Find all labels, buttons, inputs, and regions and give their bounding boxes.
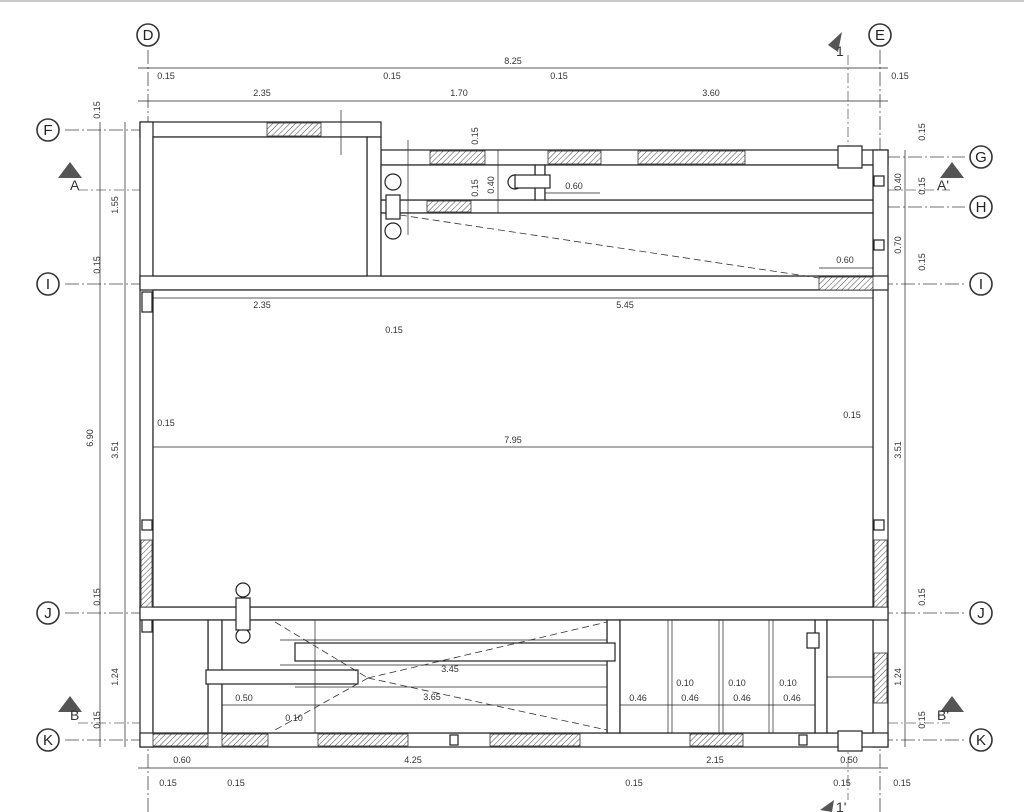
svg-text:I: I: [46, 276, 50, 293]
svg-text:0.60: 0.60: [836, 255, 854, 265]
svg-text:0.15: 0.15: [625, 778, 643, 788]
section-1-label: 1: [836, 43, 844, 59]
svg-text:0.15: 0.15: [385, 325, 403, 335]
svg-text:D: D: [143, 27, 154, 44]
svg-text:0.15: 0.15: [157, 418, 175, 428]
svg-text:1.24: 1.24: [893, 668, 903, 686]
svg-text:0.10: 0.10: [676, 678, 694, 688]
svg-text:J: J: [977, 605, 985, 622]
svg-text:I: I: [979, 276, 983, 293]
section-marks: A A' B B' 1 1': [58, 32, 964, 812]
svg-text:0.10: 0.10: [728, 678, 746, 688]
grid-bubble-d: D: [136, 23, 160, 47]
svg-text:0.15: 0.15: [843, 410, 861, 420]
svg-text:1.24: 1.24: [110, 668, 120, 686]
svg-text:3.51: 3.51: [110, 441, 120, 459]
svg-text:0.60: 0.60: [565, 181, 583, 191]
svg-text:3.51: 3.51: [893, 441, 903, 459]
svg-text:0.15: 0.15: [891, 71, 909, 81]
svg-text:2.35: 2.35: [253, 88, 271, 98]
svg-text:0.15: 0.15: [917, 123, 927, 141]
svg-text:0.15: 0.15: [917, 711, 927, 729]
grid-bubble-k-left: K: [36, 728, 60, 752]
svg-text:0.15: 0.15: [92, 588, 102, 606]
svg-text:0.46: 0.46: [629, 693, 647, 703]
svg-text:3.60: 3.60: [702, 88, 720, 98]
svg-text:0.40: 0.40: [893, 173, 903, 191]
svg-text:1.55: 1.55: [110, 196, 120, 214]
svg-text:0.15: 0.15: [917, 253, 927, 271]
svg-text:0.70: 0.70: [893, 236, 903, 254]
svg-text:0.15: 0.15: [833, 778, 851, 788]
svg-text:0.10: 0.10: [285, 713, 303, 723]
svg-text:0.15: 0.15: [470, 127, 480, 145]
svg-text:F: F: [43, 122, 52, 139]
grid-bubble-i-left: I: [36, 272, 60, 296]
hatched-openings: [140, 122, 888, 747]
grid-bubble-g: G: [969, 145, 993, 169]
svg-text:0.15: 0.15: [383, 71, 401, 81]
grid-bubbles: D E F G H I I J J K K: [36, 23, 993, 752]
grid-bubble-k-right: K: [969, 728, 993, 752]
svg-text:0.10: 0.10: [779, 678, 797, 688]
svg-text:0.46: 0.46: [681, 693, 699, 703]
section-a2-label: A': [937, 177, 949, 193]
svg-text:0.46: 0.46: [783, 693, 801, 703]
svg-text:K: K: [43, 732, 53, 749]
svg-text:H: H: [976, 199, 987, 216]
grid-bubble-j-left: J: [36, 601, 60, 625]
svg-text:0.46: 0.46: [733, 693, 751, 703]
svg-text:0.15: 0.15: [917, 588, 927, 606]
svg-text:3.65: 3.65: [423, 692, 441, 702]
section-1b-label: 1': [836, 799, 846, 812]
svg-text:0.15: 0.15: [92, 101, 102, 119]
grid-bubble-j-right: J: [969, 601, 993, 625]
svg-text:0.40: 0.40: [486, 176, 496, 194]
svg-text:0.15: 0.15: [470, 179, 480, 197]
svg-text:0.60: 0.60: [173, 755, 191, 765]
svg-text:0.15: 0.15: [917, 177, 927, 195]
section-a-label: A: [70, 177, 80, 193]
grid-bubble-e: E: [868, 23, 892, 47]
svg-text:2.15: 2.15: [706, 755, 724, 765]
svg-text:0.15: 0.15: [157, 71, 175, 81]
window-top-border: [0, 0, 1024, 2]
section-b-label: B: [70, 707, 79, 723]
svg-text:5.45: 5.45: [616, 300, 634, 310]
svg-text:2.35: 2.35: [253, 300, 271, 310]
svg-text:0.50: 0.50: [235, 693, 253, 703]
svg-text:1.70: 1.70: [450, 88, 468, 98]
svg-text:0.15: 0.15: [159, 778, 177, 788]
svg-text:0.15: 0.15: [92, 256, 102, 274]
dimension-labels: 8.25 0.15 0.15 0.15 0.15 2.35 1.70 3.60 …: [85, 56, 927, 788]
slope-line: [399, 214, 820, 279]
svg-text:0.15: 0.15: [227, 778, 245, 788]
svg-text:4.25: 4.25: [404, 755, 422, 765]
grid-bubble-f: F: [36, 118, 60, 142]
grid-bubble-i-right: I: [969, 272, 993, 296]
svg-text:8.25: 8.25: [504, 56, 522, 66]
svg-text:E: E: [875, 27, 885, 44]
svg-text:J: J: [44, 605, 52, 622]
svg-text:0.15: 0.15: [550, 71, 568, 81]
svg-text:0.15: 0.15: [92, 711, 102, 729]
svg-text:7.95: 7.95: [504, 435, 522, 445]
svg-text:0.50: 0.50: [840, 755, 858, 765]
section-b2-label: B': [937, 707, 949, 723]
grid-bubble-h: H: [969, 195, 993, 219]
fixtures: [141, 110, 885, 752]
dimension-lines: [99, 67, 906, 769]
svg-text:K: K: [976, 732, 986, 749]
svg-text:6.90: 6.90: [85, 429, 95, 447]
svg-text:0.15: 0.15: [893, 778, 911, 788]
svg-text:3.45: 3.45: [441, 664, 459, 674]
svg-text:G: G: [975, 149, 987, 166]
